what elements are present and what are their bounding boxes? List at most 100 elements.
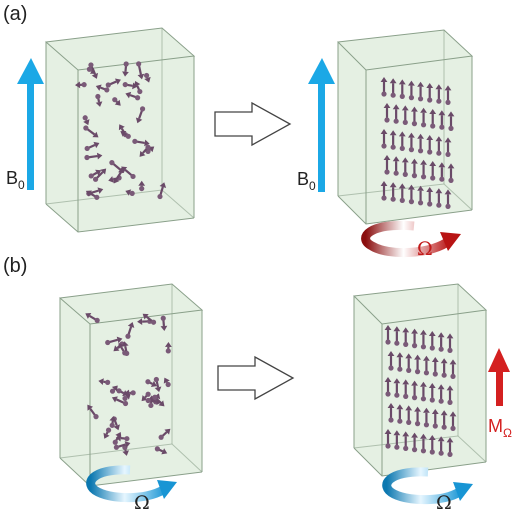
spin-arrow-icon [393, 326, 401, 346]
spin-arrow-icon [143, 72, 151, 83]
spin-arrow-icon [428, 383, 436, 403]
spin-arrow-icon [132, 138, 150, 147]
spin-arrow-icon [402, 379, 410, 399]
spin-arrow-icon [411, 380, 418, 401]
spin-arrow-icon [423, 355, 430, 376]
spin-arrow-icon [121, 341, 130, 356]
sample-box-a-disordered [44, 27, 196, 233]
spin-arrow-icon [109, 160, 125, 173]
spin-arrow-icon [402, 327, 410, 347]
spin-arrow-icon [125, 91, 141, 101]
spin-arrow-icon [449, 359, 457, 379]
spin-arrow-icon [423, 407, 430, 428]
spin-arrow-icon [164, 341, 172, 354]
spin-arrow-icon [139, 144, 151, 157]
sample-box-b-aligned [352, 283, 488, 477]
spin-arrow-icon [98, 378, 111, 386]
spin-arrow-icon [431, 409, 439, 429]
spin-arrow-icon [420, 329, 427, 350]
spin-arrow-icon [135, 106, 146, 124]
spin-arrow-icon [160, 315, 168, 331]
spin-arrow-icon [446, 437, 454, 457]
spin-arrow-icon [429, 161, 437, 181]
spin-arrow-icon [402, 431, 410, 451]
random-spins-b [85, 312, 172, 456]
sample-box-b-disordered [58, 283, 204, 487]
spin-arrow-icon [109, 415, 117, 428]
b0-field-arrow-left [17, 58, 44, 190]
spin-arrow-icon [84, 152, 103, 161]
spin-arrow-icon [389, 182, 397, 202]
panel-label-a: (a) [3, 3, 27, 25]
spin-arrow-icon [414, 354, 421, 375]
spin-arrow-icon [84, 141, 100, 152]
aligned-spins-b [384, 325, 457, 457]
spin-arrow-icon [428, 331, 436, 351]
spin-arrow-icon [440, 410, 448, 430]
spin-arrow-icon [75, 81, 87, 89]
spin-arrow-icon [426, 135, 434, 155]
rotation-arrow-blue-left [86, 465, 177, 503]
spin-arrow-icon [429, 109, 437, 129]
spin-arrow-icon [449, 411, 457, 431]
spin-arrow-icon [158, 428, 171, 440]
spin-arrow-icon [145, 379, 157, 387]
spin-arrow-icon [440, 358, 448, 378]
spin-arrow-icon [408, 184, 415, 205]
random-spins-a [75, 61, 167, 200]
spin-arrow-icon [444, 137, 452, 157]
spin-arrow-icon [392, 104, 400, 124]
spin-arrow-icon [87, 404, 99, 420]
spin-arrow-icon [401, 105, 409, 125]
rotation-arrow-blue-right [382, 467, 473, 505]
spin-arrow-icon [411, 328, 418, 349]
spin-arrow-icon [113, 441, 131, 450]
magnetization-arrow [488, 348, 510, 406]
spin-arrow-icon [384, 377, 392, 397]
spin-arrow-icon [142, 313, 157, 325]
b0-label-right: B0 [297, 169, 316, 193]
spin-arrow-icon [398, 183, 406, 203]
spin-arrow-icon [83, 125, 99, 138]
spin-arrow-icon [405, 405, 413, 425]
spin-arrow-icon [431, 357, 439, 377]
spin-arrow-icon [435, 136, 443, 156]
omega-label-red: Ω [417, 238, 433, 260]
spin-arrow-icon [393, 430, 401, 450]
spin-arrow-icon [387, 351, 395, 371]
spin-arrow-icon [105, 336, 123, 346]
spin-arrow-icon [446, 385, 454, 405]
spin-arrow-icon [120, 131, 131, 139]
spin-arrow-icon [408, 132, 415, 153]
process-arrow-a [214, 101, 292, 147]
spin-arrow-icon [105, 78, 121, 88]
spin-arrow-icon [420, 107, 427, 128]
spin-arrow-icon [380, 77, 388, 97]
spin-arrow-icon [136, 61, 145, 80]
spin-arrow-icon [411, 106, 418, 127]
spin-arrow-icon [125, 189, 135, 196]
spin-arrow-icon [398, 79, 406, 99]
spin-arrow-icon [109, 385, 118, 394]
spin-arrow-icon [387, 403, 395, 423]
spin-arrow-icon [437, 384, 445, 404]
spin-arrow-icon [435, 84, 443, 104]
spin-arrow-icon [444, 189, 452, 209]
spin-arrow-icon [380, 181, 388, 201]
spin-arrow-icon [112, 97, 121, 106]
spin-arrow-icon [437, 332, 445, 352]
spin-arrow-icon [398, 131, 406, 151]
spin-arrow-icon [392, 156, 400, 176]
m-omega-label: MΩ [488, 416, 512, 440]
spin-arrow-icon [157, 182, 167, 200]
spin-arrow-icon [111, 396, 129, 407]
spin-arrow-icon [103, 427, 112, 439]
spin-arrow-icon [95, 93, 103, 107]
spin-arrow-icon [437, 436, 445, 456]
spin-arrow-icon [384, 325, 392, 345]
spin-arrow-icon [411, 432, 418, 453]
spin-arrow-icon [122, 393, 131, 402]
spin-arrow-icon [122, 61, 129, 77]
panel-label-b: (b) [3, 255, 27, 277]
